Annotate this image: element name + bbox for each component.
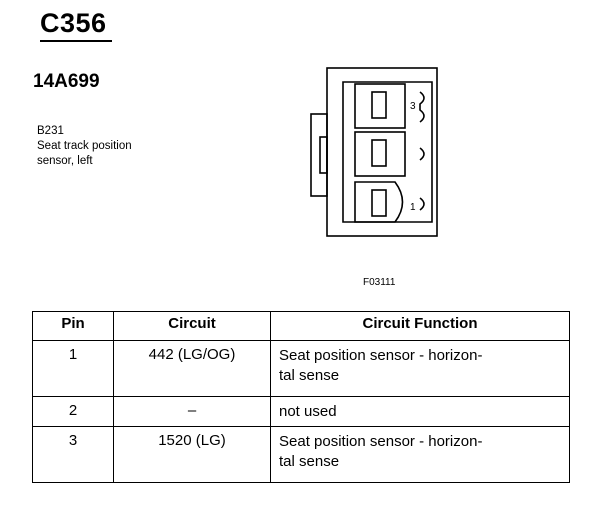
header-pin: Pin [32, 311, 114, 341]
cell-function-line1: not used [279, 403, 337, 420]
lock-rib-middle [419, 147, 425, 161]
cell-function-line1: Seat position sensor - horizon- [279, 433, 483, 450]
cell-function: Seat position sensor - horizon- tal sens… [270, 426, 570, 483]
table-row: 3 1520 (LG) Seat position sensor - horiz… [32, 426, 570, 483]
cell-function-line1: Seat position sensor - horizon- [279, 347, 483, 364]
connector-latch-inner [319, 136, 328, 174]
pin-cavity-1 [354, 181, 404, 223]
pin-terminal-1 [371, 189, 387, 217]
cell-pin: 3 [32, 426, 114, 483]
pin-label-1: 1 [410, 202, 416, 213]
connector-inner-body [342, 81, 433, 223]
cell-pin: 2 [32, 396, 114, 427]
component-description-line1: Seat track position [37, 140, 132, 152]
header-circuit: Circuit [113, 311, 271, 341]
cell-circuit: 1520 (LG) [113, 426, 271, 483]
cell-pin: 1 [32, 340, 114, 397]
component-description-line2: sensor, left [37, 155, 93, 167]
component-info: B231 Seat track position sensor, left [37, 124, 132, 169]
part-number: 14A699 [33, 71, 100, 92]
table-header-row: Pin Circuit Circuit Function [32, 311, 570, 341]
connector-id-underline [40, 40, 112, 42]
header-circuit-function: Circuit Function [270, 311, 570, 341]
pin-cavity-3 [354, 83, 406, 129]
lock-rib-bottom [419, 197, 425, 211]
cell-circuit: 442 (LG/OG) [113, 340, 271, 397]
cell-function: not used [270, 396, 570, 427]
pin-cavity-2 [354, 131, 406, 177]
figure-code: F03111 [363, 277, 396, 288]
cell-function-line2: tal sense [279, 367, 340, 384]
connector-face-diagram: 3 1 [310, 67, 438, 237]
component-code: B231 [37, 125, 64, 137]
pin-table: Pin Circuit Circuit Function 1 442 (LG/O… [32, 311, 570, 483]
cell-function-line2: tal sense [279, 453, 340, 470]
cell-function: Seat position sensor - horizon- tal sens… [270, 340, 570, 397]
cell-circuit: – [113, 396, 271, 427]
connector-id: C356 [40, 8, 107, 38]
table-row: 1 442 (LG/OG) Seat position sensor - hor… [32, 340, 570, 397]
connector-latch [310, 113, 328, 197]
table-row: 2 – not used [32, 396, 570, 427]
pin-terminal-3 [371, 91, 387, 119]
pin-terminal-2 [371, 139, 387, 167]
pin-label-3: 3 [410, 101, 416, 112]
lock-rib-top [419, 91, 425, 123]
